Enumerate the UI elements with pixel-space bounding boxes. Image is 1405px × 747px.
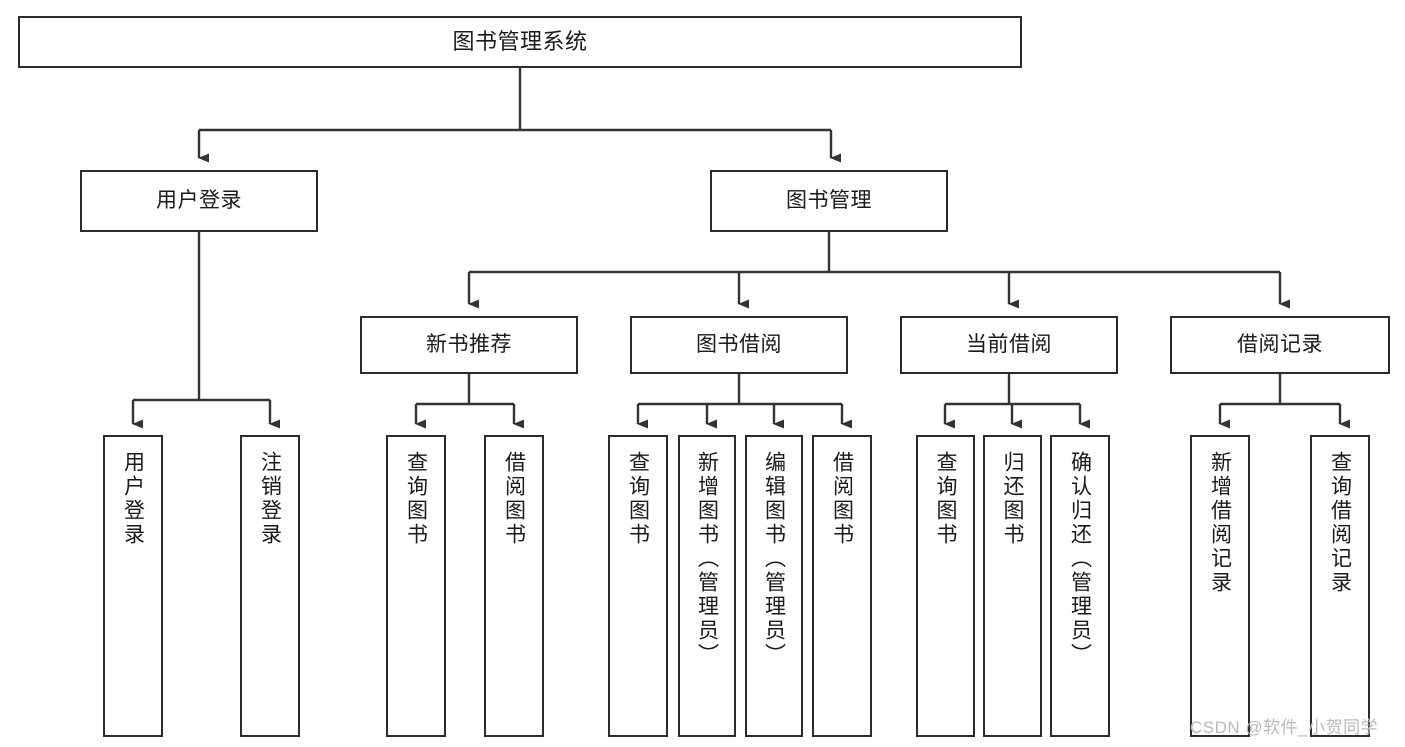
node-leaf-add-record-label: 新增借阅记录 xyxy=(1208,451,1232,595)
node-leaf-borrow-book-rec[interactable]: 借阅图书 xyxy=(484,435,544,737)
watermark-csdn: CSDN @软件_小贺同学 xyxy=(1190,718,1379,737)
node-leaf-confirm-return-label: 确认归还（管理员） xyxy=(1068,451,1092,667)
node-new-book-rec-label: 新书推荐 xyxy=(426,332,512,356)
node-leaf-query-book-borrow-label: 查询图书 xyxy=(626,451,650,547)
node-leaf-add-book[interactable]: 新增图书（管理员） xyxy=(678,435,736,737)
node-leaf-borrow-book-rec-label: 借阅图书 xyxy=(502,451,526,547)
node-leaf-edit-book[interactable]: 编辑图书（管理员） xyxy=(745,435,803,737)
node-leaf-query-book-cur[interactable]: 查询图书 xyxy=(916,435,975,737)
node-book-manage-label: 图书管理 xyxy=(786,188,872,212)
node-book-manage[interactable]: 图书管理 xyxy=(710,170,948,232)
node-leaf-return-book-label: 归还图书 xyxy=(1001,451,1024,547)
node-current-borrow-label: 当前借阅 xyxy=(966,332,1052,356)
node-user-login[interactable]: 用户登录 xyxy=(80,170,318,232)
node-leaf-add-book-label: 新增图书（管理员） xyxy=(695,451,719,667)
node-leaf-query-book-rec[interactable]: 查询图书 xyxy=(386,435,446,737)
node-leaf-borrow-book-label: 借阅图书 xyxy=(830,451,854,547)
node-leaf-query-book-borrow[interactable]: 查询图书 xyxy=(608,435,668,737)
node-leaf-logout[interactable]: 注销登录 xyxy=(240,435,300,737)
node-leaf-query-record[interactable]: 查询借阅记录 xyxy=(1310,435,1370,737)
node-leaf-add-record[interactable]: 新增借阅记录 xyxy=(1190,435,1250,737)
node-leaf-query-book-cur-label: 查询图书 xyxy=(934,451,957,547)
node-leaf-edit-book-label: 编辑图书（管理员） xyxy=(762,451,786,667)
node-book-borrow[interactable]: 图书借阅 xyxy=(630,316,848,374)
node-leaf-confirm-return[interactable]: 确认归还（管理员） xyxy=(1050,435,1110,737)
node-root-label: 图书管理系统 xyxy=(452,28,588,54)
node-borrow-record-label: 借阅记录 xyxy=(1237,332,1323,356)
node-leaf-query-book-rec-label: 查询图书 xyxy=(404,451,428,547)
node-leaf-user-login-label: 用户登录 xyxy=(121,451,145,547)
node-new-book-rec[interactable]: 新书推荐 xyxy=(360,316,578,374)
node-leaf-logout-label: 注销登录 xyxy=(258,451,282,547)
node-book-borrow-label: 图书借阅 xyxy=(696,332,782,356)
node-leaf-return-book[interactable]: 归还图书 xyxy=(983,435,1042,737)
node-leaf-borrow-book[interactable]: 借阅图书 xyxy=(812,435,872,737)
node-current-borrow[interactable]: 当前借阅 xyxy=(900,316,1118,374)
node-user-login-label: 用户登录 xyxy=(156,188,242,212)
node-leaf-query-record-label: 查询借阅记录 xyxy=(1328,451,1352,595)
node-root[interactable]: 图书管理系统 xyxy=(18,16,1022,68)
node-borrow-record[interactable]: 借阅记录 xyxy=(1170,316,1390,374)
node-leaf-user-login[interactable]: 用户登录 xyxy=(103,435,163,737)
